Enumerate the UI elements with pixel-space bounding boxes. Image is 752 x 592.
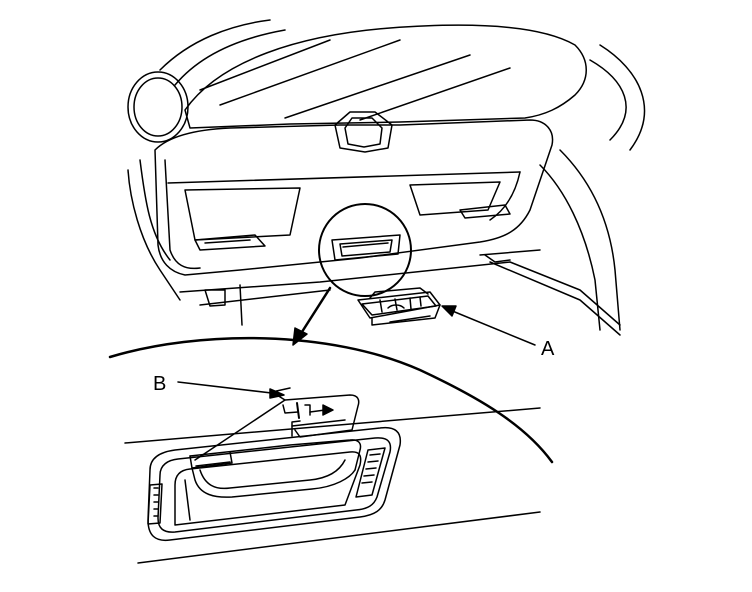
enlarged-detail-view — [108, 336, 554, 564]
label-part-b: B — [153, 373, 166, 395]
rear-light-ring — [127, 71, 189, 143]
leader-arrow-b — [269, 388, 285, 399]
part-a-cover — [357, 287, 441, 326]
detail-pointer-line — [298, 286, 332, 337]
detail-boundary-arc — [108, 336, 554, 464]
leader-arrow-a — [441, 305, 457, 317]
detail-pointer-arrowhead — [292, 327, 308, 346]
emblem — [334, 111, 393, 153]
pry-direction-arrow — [296, 402, 334, 419]
label-part-a: A — [541, 338, 555, 360]
detail-callout-circle — [318, 203, 412, 297]
leader-line-a — [449, 309, 536, 346]
leader-line-b — [177, 381, 281, 395]
tailgate-rear-view — [127, 19, 646, 336]
